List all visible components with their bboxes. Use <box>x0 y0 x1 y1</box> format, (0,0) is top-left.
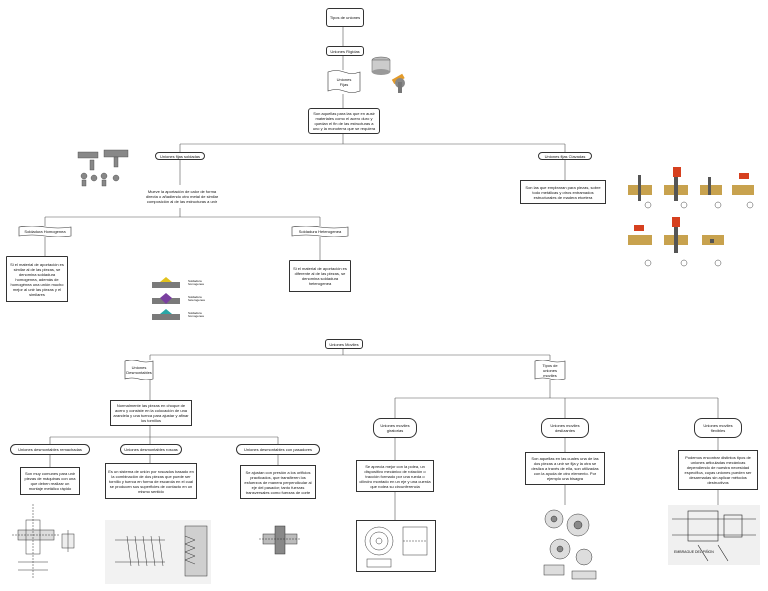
pulley-drawing-image <box>356 520 436 572</box>
gearbox-exploded-image <box>538 505 602 585</box>
node-roscas-descripcion: Es un sistema de unión por roscados basa… <box>105 463 197 499</box>
node-flexibles[interactable]: Uniones moviles flexibles <box>694 418 742 438</box>
node-uniones-moviles[interactable]: Uniones Moviles <box>325 339 363 349</box>
clutch-drawing-label: EMBRAGUE DEL PIÑON <box>674 550 714 554</box>
nailing-steps-image <box>624 165 758 275</box>
rivet-drawing-image <box>8 500 80 582</box>
flag-shape-uniones-fijas <box>327 70 361 93</box>
legend-weld-b: Soldadura heterogenea <box>186 295 216 303</box>
node-deslizantes-descripcion: Son aquellas en las cuales una de las do… <box>525 452 605 485</box>
thread-drawing-image <box>105 520 211 584</box>
node-uniones-fijas-clavadas[interactable]: Uniones fijas Clavadas <box>538 152 592 160</box>
node-roscas[interactable]: Uniones desmontables roscas <box>120 444 182 455</box>
node-tipos-uniones-moviles[interactable]: Tipos de uniones moviles <box>542 363 558 377</box>
node-uniones-desmontables[interactable]: Uniones Desmontables <box>126 365 152 375</box>
node-pasadores[interactable]: Uniones desmontables con pasadores <box>236 444 320 455</box>
legend-weld-c: Soldadura homogenea <box>186 311 216 319</box>
node-giratorias-descripcion: Se aprecia mejor con la polea, un dispos… <box>356 460 434 492</box>
node-pasadores-descripcion: Se ajustan con presión a los orificios p… <box>240 465 316 499</box>
hinge-image <box>388 70 412 94</box>
node-remachadas-descripcion: Son muy comunes para unir piezas de máqu… <box>20 467 80 495</box>
node-giratorias[interactable]: Uniones moviles giratorias <box>373 418 417 438</box>
node-remachadas[interactable]: Uniones desmontables remachadas <box>10 444 90 455</box>
node-deslizantes[interactable]: Uniones moviles deslizantes <box>541 418 589 438</box>
node-uniones-rigidas[interactable]: Uniones Rígidas <box>326 46 364 56</box>
node-fijas-descripcion: Son aquellas para las que en ausir mater… <box>308 108 380 134</box>
piston-image <box>369 55 393 77</box>
weld-sections-image <box>148 276 218 326</box>
node-homogenea-descripcion: Si el material de aportación es similar … <box>6 256 68 302</box>
flag-shape-homogenea <box>18 226 72 237</box>
node-uniones-fijas[interactable]: Uniones Fijas <box>336 77 352 87</box>
node-heterogenea-descripcion: Si el material de aportación es diferent… <box>289 260 351 292</box>
node-soldadas-descripcion: Mueve la aportación de calor de forma di… <box>140 185 224 208</box>
bolts-image <box>74 146 136 188</box>
node-soldadura-heterogenea[interactable]: Soldadura Heterogenea <box>298 229 342 234</box>
node-flexibles-descripcion: Podemos encontrar distintos tipos de uni… <box>678 450 758 490</box>
pin-drawing-image <box>255 520 305 560</box>
node-clavadas-descripcion: Son las que emplearan para piezas, sobre… <box>520 180 606 204</box>
node-soldadura-homogenea[interactable]: Soldadura Homogenea <box>24 229 66 234</box>
flag-shape-heterogenea <box>291 226 349 237</box>
node-uniones-fijas-soldadas[interactable]: Uniones fijas soldadas <box>155 152 205 160</box>
flag-shape-tipos-moviles <box>534 360 566 380</box>
legend-weld-a: Soldadura homogenea <box>186 279 216 287</box>
flag-shape-desmontables <box>124 360 154 380</box>
node-desmontables-descripcion: Normalmente las piezas en choque de acer… <box>110 400 192 426</box>
node-tipos-de-uniones[interactable]: Tipos de uniones <box>326 8 364 27</box>
clutch-drawing-image <box>668 505 760 565</box>
